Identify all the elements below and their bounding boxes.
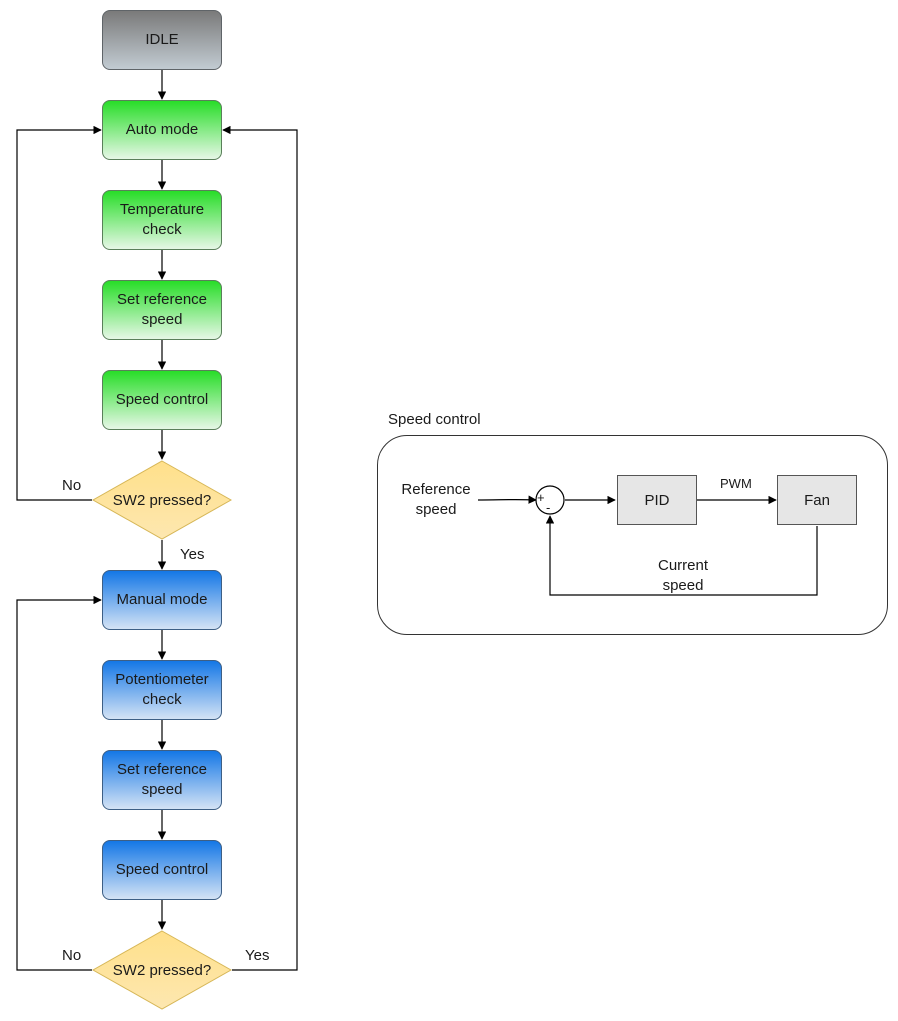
idle-label: IDLE <box>145 31 179 48</box>
reference-speed-label: Reference speed <box>401 481 471 518</box>
potentiometer-check-step: Potentiometer check <box>102 660 222 720</box>
arrow-auto-no-loop <box>16 125 102 501</box>
auto-speed-control-step: Speed control <box>102 370 222 430</box>
manual-yes-label: Yes <box>245 947 270 964</box>
auto-speed-control-label: Speed control <box>115 391 209 408</box>
pid-block: PID <box>617 475 697 525</box>
arrow-manual-yes-to-auto <box>222 125 298 971</box>
sum-minus-sign: - <box>546 500 551 515</box>
auto-set-reference-label: Set reference speed <box>116 291 208 328</box>
auto-decision-shape <box>92 460 232 540</box>
manual-decision-shape <box>92 930 232 1010</box>
manual-speed-control-label: Speed control <box>115 861 209 878</box>
sc-arrow-feedback <box>545 515 818 596</box>
fan-label: Fan <box>804 491 830 509</box>
auto-mode-label: Auto mode <box>125 121 199 138</box>
fan-block: Fan <box>777 475 857 525</box>
idle-state: IDLE <box>102 10 222 70</box>
manual-mode-label: Manual mode <box>116 591 208 608</box>
auto-no-label: No <box>62 477 82 494</box>
auto-yes-label: Yes <box>180 546 205 563</box>
manual-set-reference-step: Set reference speed <box>102 750 222 810</box>
auto-set-reference-step: Set reference speed <box>102 280 222 340</box>
manual-decision-label: SW2 pressed? <box>112 961 212 979</box>
auto-mode-step: Auto mode <box>102 100 222 160</box>
summing-junction <box>535 485 565 515</box>
manual-mode-step: Manual mode <box>102 570 222 630</box>
manual-set-reference-label: Set reference speed <box>116 761 208 798</box>
current-speed-label: Current speed <box>657 557 709 594</box>
manual-speed-control-step: Speed control <box>102 840 222 900</box>
auto-decision-label: SW2 pressed? <box>112 491 212 509</box>
pwm-label: PWM <box>720 476 752 491</box>
potentiometer-check-label: Potentiometer check <box>115 671 209 708</box>
temperature-check-step: Temperature check <box>102 190 222 250</box>
arrow-manual-no-loop <box>16 595 102 971</box>
auto-decision: SW2 pressed? <box>92 460 232 540</box>
manual-no-label: No <box>62 947 82 964</box>
sum-plus-sign: + <box>537 490 545 505</box>
pid-label: PID <box>644 491 670 509</box>
speed-control-title: Speed control <box>388 411 481 428</box>
temperature-check-label: Temperature check <box>119 201 205 238</box>
manual-decision: SW2 pressed? <box>92 930 232 1010</box>
speed-control-group <box>377 435 888 635</box>
